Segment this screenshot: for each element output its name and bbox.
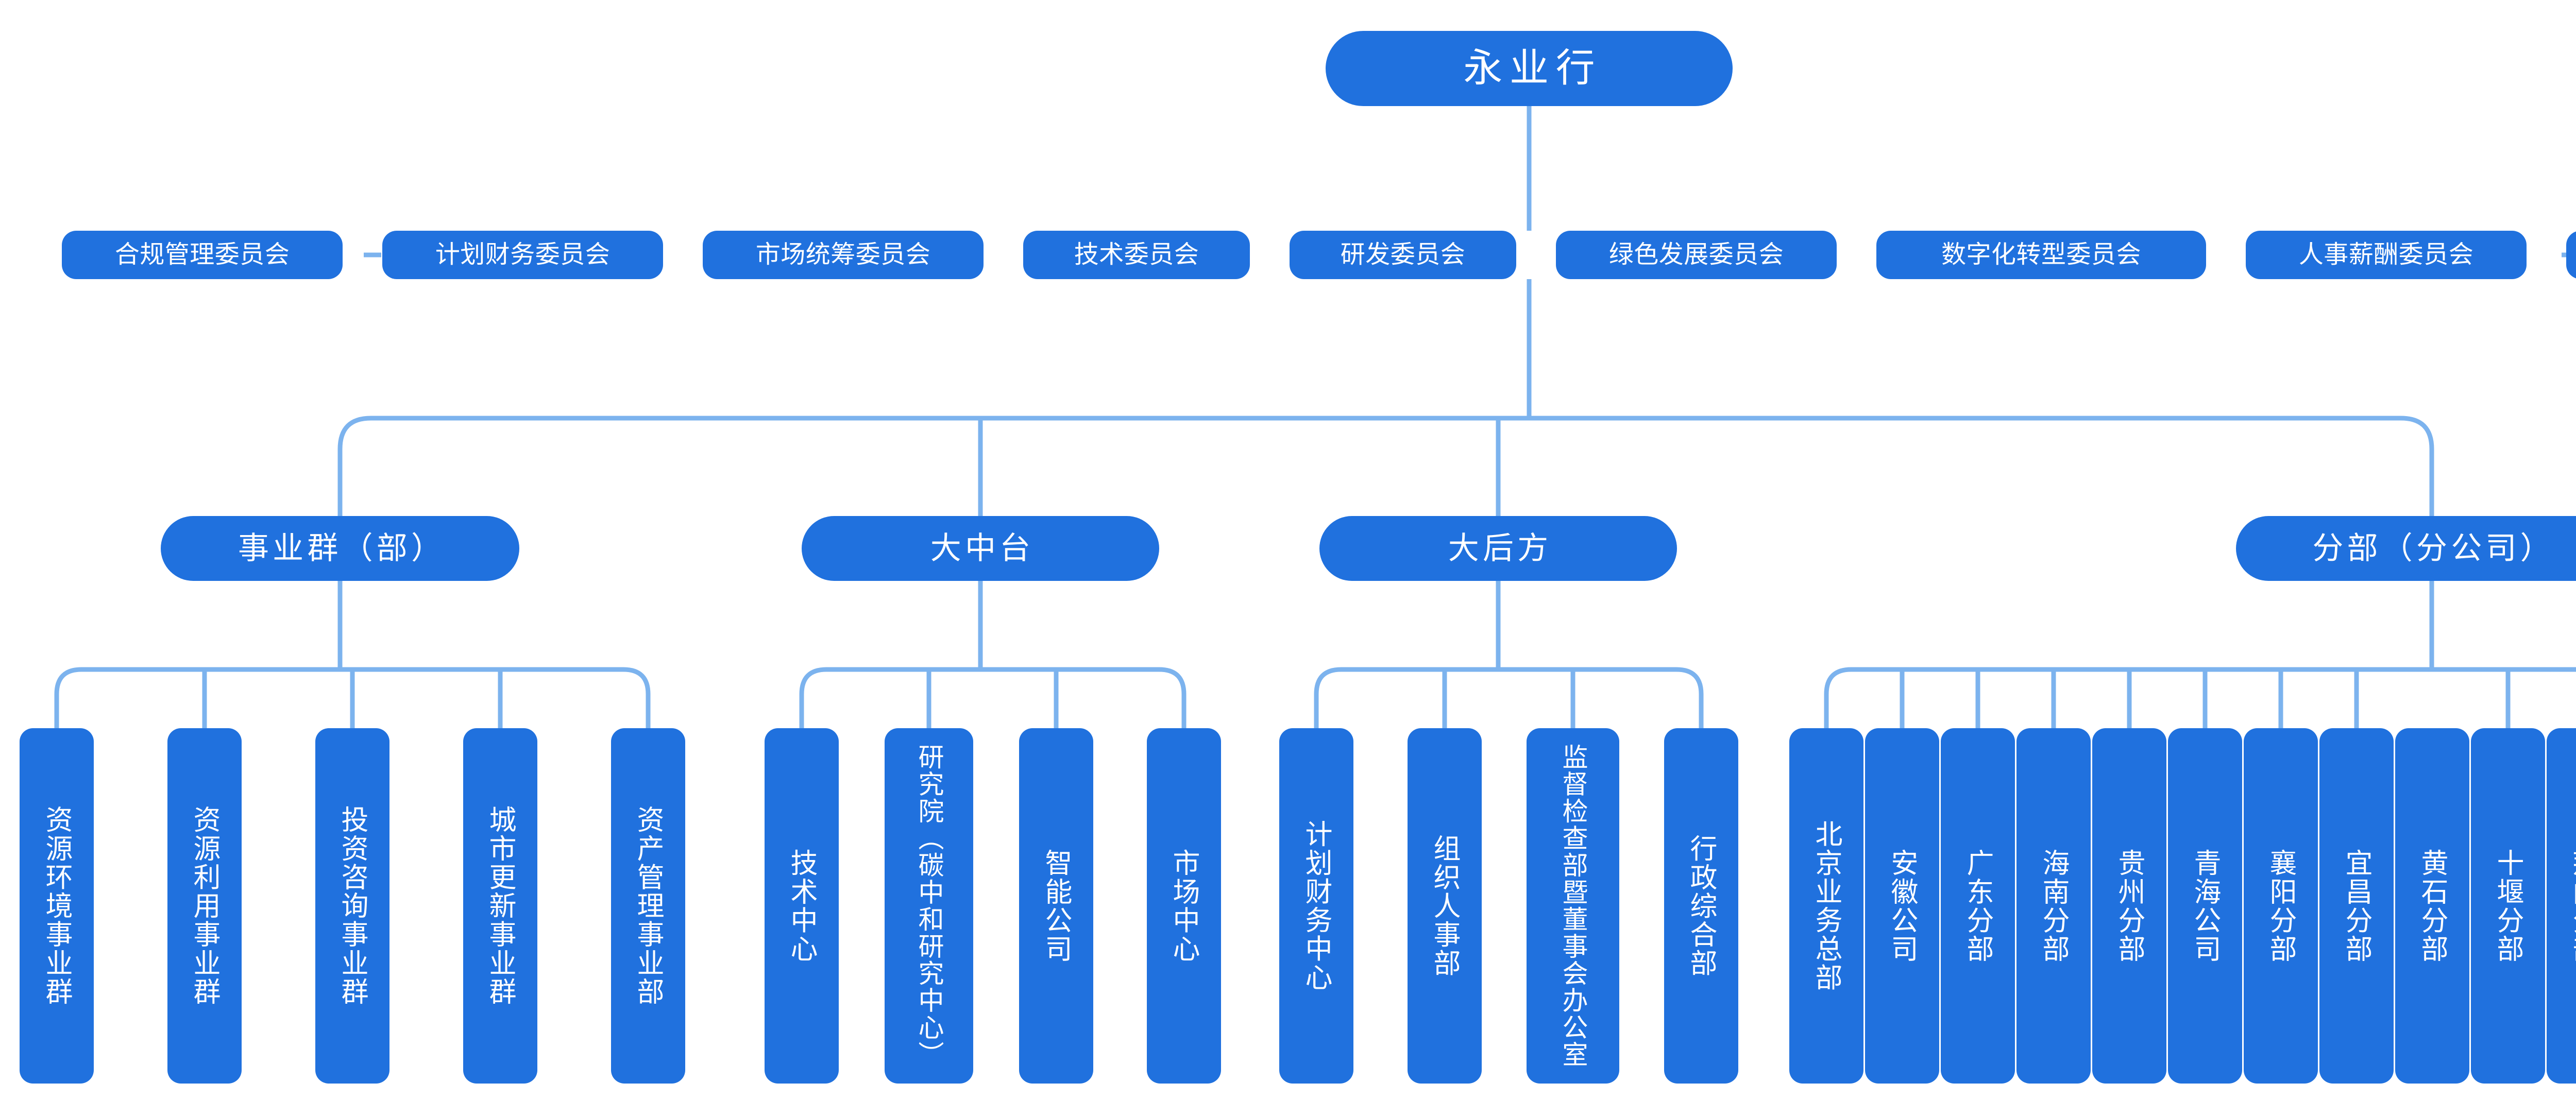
leaf-node-zhineng-gongsi[interactable]: 智能公司 (1019, 728, 1093, 1084)
committee-node-0[interactable]: 合规管理委员会 (62, 231, 343, 279)
committee-node-7[interactable]: 人事薪酬委员会 (2246, 231, 2527, 279)
committee-node-5[interactable]: 绿色发展委员会 (1556, 231, 1837, 279)
division-node-dahoufang[interactable]: 大后方 (1319, 516, 1677, 581)
root-node-company[interactable]: 永业行 (1326, 31, 1733, 106)
leaf-node-zuzhi-renshi[interactable]: 组织人事部 (1408, 728, 1482, 1084)
leaf-node-beijing[interactable]: 北京业务总部 (1789, 728, 1863, 1084)
division-node-fenbu[interactable]: 分部（分公司） (2236, 516, 2576, 581)
leaf-node-yanjiuyuan[interactable]: 研究院（碳中和研究中心） (885, 728, 973, 1084)
leaf-node-ziyuan-liyong[interactable]: 资源利用事业群 (167, 728, 242, 1084)
leaf-node-guangdong[interactable]: 广东分部 (1941, 728, 2015, 1084)
leaf-node-xingzheng-zonghe[interactable]: 行政综合部 (1664, 728, 1738, 1084)
leaf-node-jihua-caiwu[interactable]: 计划财务中心 (1279, 728, 1353, 1084)
committee-node-6[interactable]: 数字化转型委员会 (1876, 231, 2206, 279)
leaf-node-shiyan[interactable]: 十堰分部 (2471, 728, 2545, 1084)
leaf-node-shichang-zhongxin[interactable]: 市场中心 (1147, 728, 1221, 1084)
connector-group-bus (799, 667, 1187, 728)
committee-node-8[interactable]: 综合品牌委员会 (2566, 231, 2576, 279)
leaf-node-xiangyang[interactable]: 襄阳分部 (2244, 728, 2318, 1084)
leaf-node-jishu-zhongxin[interactable]: 技术中心 (765, 728, 839, 1084)
leaf-node-jingmen[interactable]: 荆门分部 (2547, 728, 2576, 1084)
leaf-node-chengshi-gengxin[interactable]: 城市更新事业群 (463, 728, 537, 1084)
leaf-node-huangshi[interactable]: 黄石分部 (2395, 728, 2469, 1084)
leaf-node-touzi-zixun[interactable]: 投资咨询事业群 (315, 728, 389, 1084)
division-node-shiyequn[interactable]: 事业群（部） (161, 516, 519, 581)
committee-node-4[interactable]: 研发委员会 (1290, 231, 1516, 279)
committee-node-2[interactable]: 市场统筹委员会 (703, 231, 984, 279)
committee-node-3[interactable]: 技术委员会 (1023, 231, 1250, 279)
committee-node-1[interactable]: 计划财务委员会 (382, 231, 663, 279)
connector-group-bus (1314, 667, 1704, 728)
leaf-node-qinghai[interactable]: 青海公司 (2168, 728, 2242, 1084)
connector-group-bus (54, 667, 651, 728)
leaf-node-yichang[interactable]: 宜昌分部 (2319, 728, 2394, 1084)
leaf-node-ziyuan-huanjing[interactable]: 资源环境事业群 (20, 728, 94, 1084)
division-node-dazhongtai[interactable]: 大中台 (802, 516, 1159, 581)
connector-division-bus (337, 416, 2434, 516)
leaf-node-anhui[interactable]: 安徽公司 (1865, 728, 1939, 1084)
leaf-node-guizhou[interactable]: 贵州分部 (2092, 728, 2166, 1084)
leaf-node-hainan[interactable]: 海南分部 (2016, 728, 2091, 1084)
connector-group-bus (1824, 667, 2576, 728)
leaf-node-zichan-guanli[interactable]: 资产管理事业部 (611, 728, 685, 1084)
leaf-node-jiandu-jiancha[interactable]: 监督检查部暨董事会办公室 (1527, 728, 1619, 1084)
